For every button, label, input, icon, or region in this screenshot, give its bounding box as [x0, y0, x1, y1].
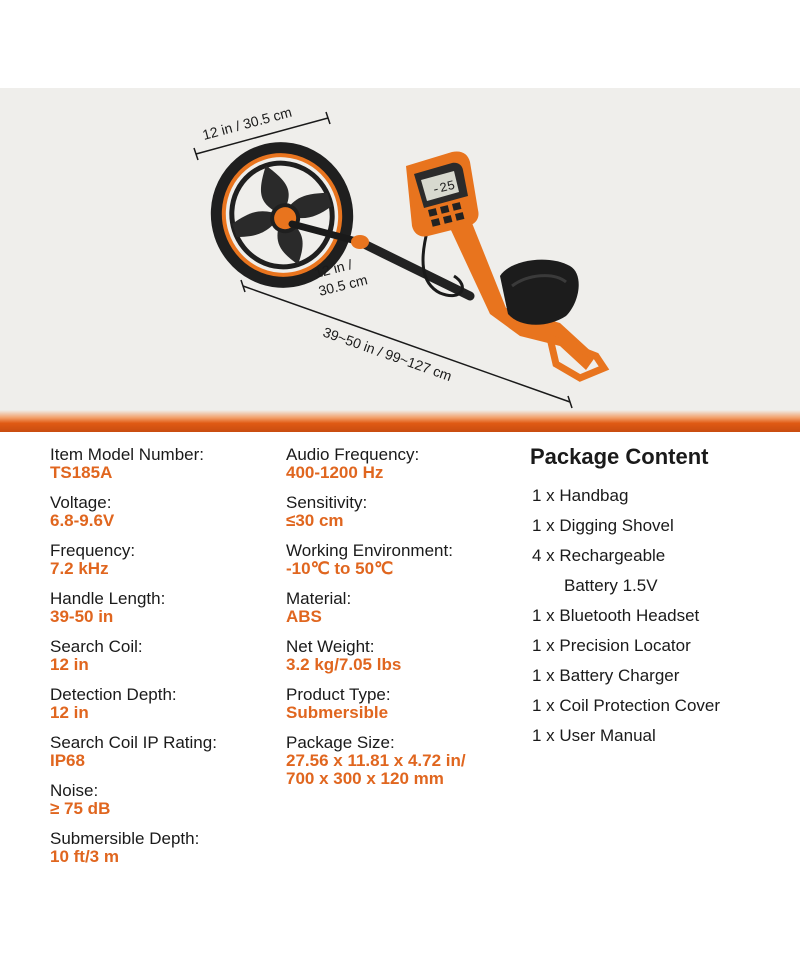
spec-value: 400-1200 Hz — [286, 463, 384, 482]
spec-search-coil: Search Coil: 12 in — [50, 638, 270, 686]
control-box: -25 — [406, 151, 479, 237]
package-item: 1 x Handbag — [532, 486, 629, 505]
package-item: 1 x Precision Locator — [532, 636, 691, 655]
spec-label: Frequency: — [50, 541, 136, 560]
spec-ip-rating: Search Coil IP Rating: IP68 — [50, 734, 270, 782]
specs-column-left: Item Model Number: TS185A Voltage: 6.8-9… — [50, 446, 270, 878]
package-item-continuation: Battery 1.5V — [564, 576, 658, 595]
spec-value: 7.2 kHz — [50, 559, 109, 578]
package-item: 1 x User Manual — [532, 726, 656, 745]
spec-label: Detection Depth: — [50, 685, 177, 704]
spec-material: Material: ABS — [286, 590, 516, 638]
spec-voltage: Voltage: 6.8-9.6V — [50, 494, 270, 542]
handle-and-armrest — [450, 218, 610, 382]
spec-value: 10 ft/3 m — [50, 847, 119, 866]
specs-column-right: Audio Frequency: 400-1200 Hz Sensitivity… — [286, 446, 516, 788]
spec-label: Net Weight: — [286, 637, 375, 656]
spec-label: Noise: — [50, 781, 99, 800]
coil-width-label: 12 in / 30.5 cm — [201, 104, 294, 143]
package-item: 1 x Coil Protection Cover — [532, 696, 721, 715]
spec-net-weight: Net Weight: 3.2 kg/7.05 lbs — [286, 638, 516, 686]
spec-label: Product Type: — [286, 685, 391, 704]
spec-value: 12 in — [50, 703, 89, 722]
spec-value: 3.2 kg/7.05 lbs — [286, 655, 402, 674]
spec-value: 6.8-9.6V — [50, 511, 115, 530]
spec-label: Sensitivity: — [286, 493, 368, 512]
spec-handle-length: Handle Length: 39-50 in — [50, 590, 270, 638]
spec-value: 12 in — [50, 655, 89, 674]
spec-label: Item Model Number: — [50, 445, 204, 464]
package-content-title: Package Content — [530, 444, 709, 469]
spec-item-model: Item Model Number: TS185A — [50, 446, 270, 494]
spec-value-line2: 700 x 300 x 120 mm — [286, 769, 444, 788]
spec-label: Voltage: — [50, 493, 112, 512]
spec-product-type: Product Type: Submersible — [286, 686, 516, 734]
spec-label: Search Coil: — [50, 637, 143, 656]
detector-shaft — [288, 220, 475, 301]
spec-value: ≥ 75 dB — [50, 799, 111, 818]
orange-divider-band — [0, 410, 800, 432]
spec-audio-frequency: Audio Frequency: 400-1200 Hz — [286, 446, 516, 494]
coil-height-dimension: 12 in / 30.5 cm — [313, 256, 369, 299]
spec-value: ≤30 cm — [286, 511, 344, 530]
spec-sensitivity: Sensitivity: ≤30 cm — [286, 494, 516, 542]
spec-value: ABS — [286, 607, 322, 626]
spec-label: Search Coil IP Rating: — [50, 733, 217, 752]
spec-label: Handle Length: — [50, 589, 166, 608]
metal-detector-illustration: 12 in / 30.5 cm — [193, 104, 610, 409]
spec-value: Submersible — [286, 703, 389, 722]
package-content: Package Content 1 x Handbag 1 x Digging … — [530, 444, 790, 751]
spec-label: Material: — [286, 589, 352, 608]
spec-package-size: Package Size: 27.56 x 11.81 x 4.72 in/ 7… — [286, 733, 516, 788]
package-item: 1 x Battery Charger — [532, 666, 680, 685]
spec-label: Package Size: — [286, 733, 395, 752]
spec-value: -10℃ to 50℃ — [286, 559, 394, 578]
package-item: 4 x Rechargeable — [532, 546, 666, 565]
spec-submersible-depth: Submersible Depth: 10 ft/3 m — [50, 830, 270, 878]
search-coil — [210, 142, 354, 288]
spec-detection-depth: Detection Depth: 12 in — [50, 686, 270, 734]
spec-label: Submersible Depth: — [50, 829, 200, 848]
package-item: 1 x Digging Shovel — [532, 516, 674, 535]
spec-value: IP68 — [50, 751, 85, 770]
spec-value: 27.56 x 11.81 x 4.72 in/ — [286, 751, 466, 770]
spec-label: Audio Frequency: — [286, 445, 420, 464]
product-hero: 12 in / 30.5 cm — [0, 88, 800, 412]
package-item: 1 x Bluetooth Headset — [532, 606, 700, 625]
device-display-readout: -25 — [430, 178, 456, 198]
spec-label: Working Environment: — [286, 541, 453, 560]
spec-noise: Noise: ≥ 75 dB — [50, 782, 270, 830]
spec-working-environment: Working Environment: -10℃ to 50℃ — [286, 542, 516, 590]
spec-value: 39-50 in — [50, 607, 114, 626]
spec-value: TS185A — [50, 463, 113, 482]
spec-frequency: Frequency: 7.2 kHz — [50, 542, 270, 590]
